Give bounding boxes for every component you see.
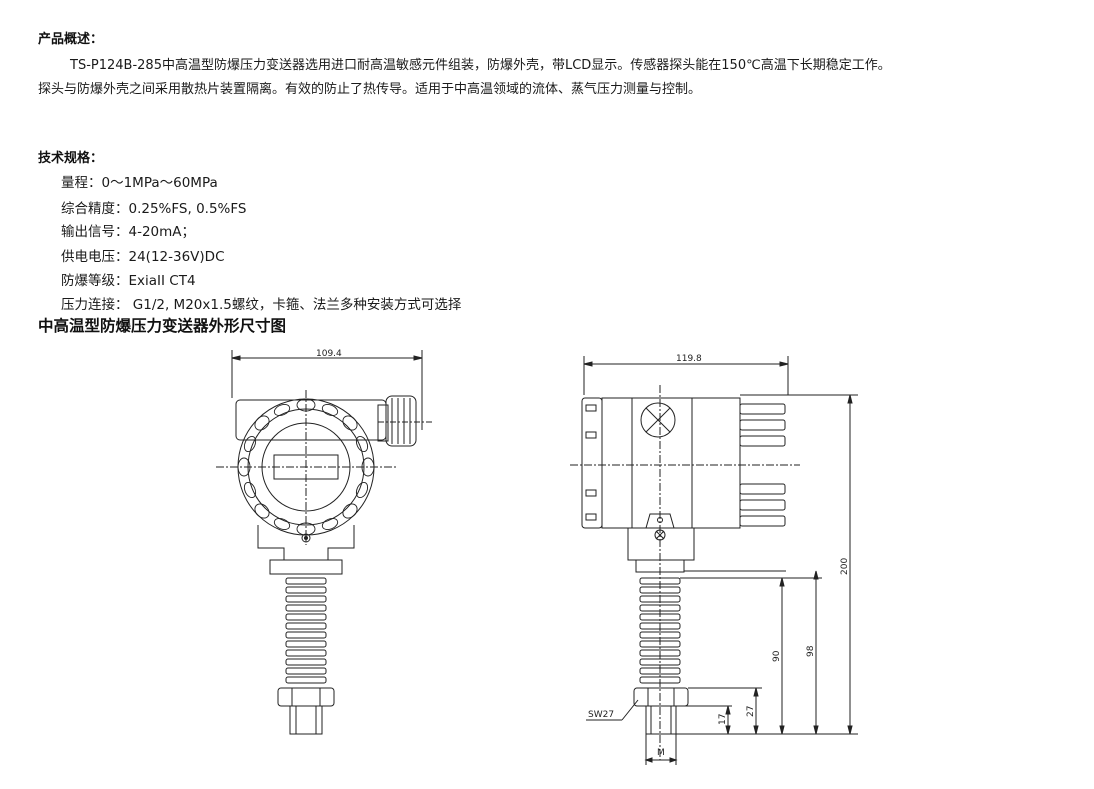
wrench-size-label: SW27 (588, 710, 614, 720)
overview-text-line-1: TS-P124B-285中高温型防爆压力变送器选用进口耐高温敏感元件组装，防爆外… (70, 58, 891, 73)
spec-output: 输出信号：4-20mA； (61, 224, 196, 240)
dimension-27: 27 (746, 706, 756, 717)
overview-heading: 产品概述： (38, 32, 104, 47)
spec-range: 量程：0～1MPa～60MPa (61, 175, 218, 191)
spec-explosion-rating: 防爆等级：ExiaII CT4 (61, 273, 196, 289)
dimension-90: 90 (772, 650, 782, 662)
spec-accuracy: 综合精度：0.25%FS, 0.5%FS (61, 201, 247, 217)
thread-size-label: M (657, 748, 665, 758)
specs-heading: 技术规格： (38, 151, 104, 166)
side-width-dimension: 119.8 (676, 354, 702, 364)
dimension-17: 17 (718, 714, 728, 725)
spec-connection: 压力连接： G1/2, M20x1.5螺纹，卡箍、法兰多种安装方式可选择 (61, 297, 462, 313)
spec-supply: 供电电压：24(12-36V)DC (61, 249, 225, 265)
dimension-98: 98 (806, 645, 816, 657)
drawing-title: 中高温型防爆压力变送器外形尺寸图 (38, 317, 287, 335)
front-width-dimension: 109.4 (316, 349, 342, 359)
dimension-200: 200 (840, 558, 850, 575)
overview-text-line-2: 探头与防爆外壳之间采用散热片装置隔离。有效的防止了热传导。适用于中高温领域的流体… (38, 82, 702, 97)
